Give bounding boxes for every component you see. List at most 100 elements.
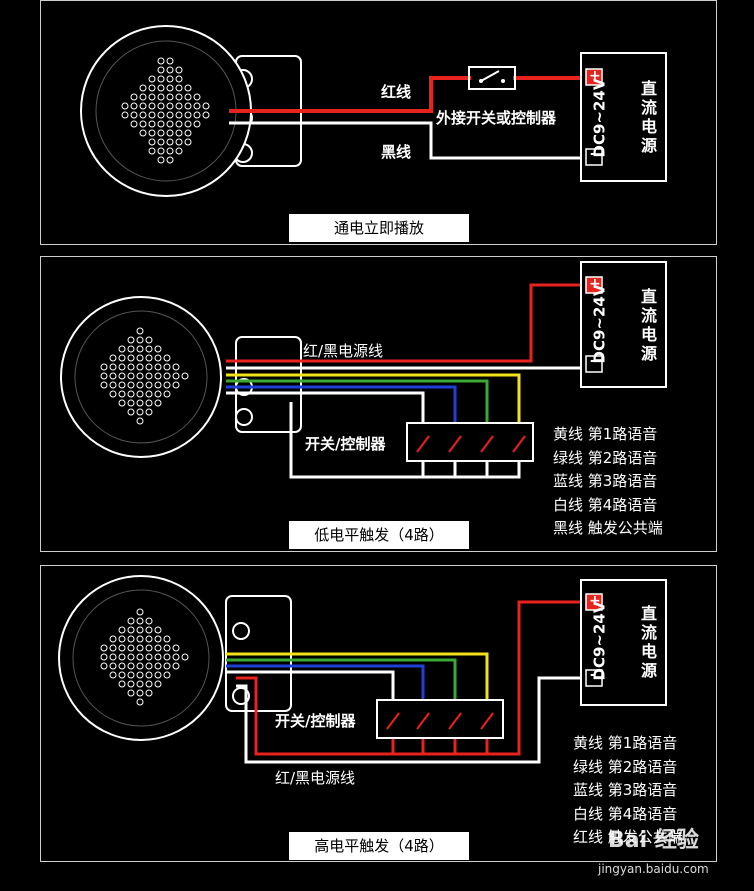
grill-hole [154,399,162,407]
grill-hole [136,644,144,652]
legend-item: 绿线 第2路语音 [573,757,678,776]
white-wire [226,670,395,706]
grill-hole [118,653,126,661]
plus-sign: + [589,276,601,292]
grill-hole [175,84,183,92]
grill-hole [175,129,183,137]
panel-low-level-trigger: 红/黑电源线 开关/控制器 + - DC9~24V 直流电源 黄线 第1路语音 … [40,256,717,552]
grill-hole [175,102,183,110]
grill-hole [193,93,201,101]
legend-item: 黄线 第1路语音 [553,425,658,443]
grill-hole [166,156,174,164]
grill-hole [136,698,144,706]
grill-hole [163,662,171,670]
grill-hole [157,75,165,83]
grill-hole [148,84,156,92]
grill-hole [157,57,165,65]
speaker-module [80,25,302,197]
grill-hole [145,363,153,371]
grill-hole [166,75,174,83]
grill-hole [145,626,153,634]
grill-hole [166,57,174,65]
external-switch [468,66,516,90]
grill-hole [109,635,117,643]
grill-hole [184,84,192,92]
supply-type-label: 直流电源 [641,287,658,363]
grill-hole [136,354,144,362]
power-wire-label: 红/黑电源线 [303,342,384,360]
grill-hole [118,680,126,688]
legend-item: 黑线 触发公共端 [553,519,663,537]
grill-hole [136,671,144,679]
grill-hole [127,354,135,362]
grill-hole [157,156,165,164]
voltage-label: DC9~24V [590,78,609,158]
grill-hole [130,93,138,101]
panel3-diagram [58,575,667,764]
grill-hole [118,644,126,652]
grill-hole [163,381,171,389]
red-common-wire [236,600,589,756]
switch-controller-box [406,422,534,462]
grill-hole [145,381,153,389]
switch-contact [480,435,494,453]
grill-hole [136,381,144,389]
grill-hole [184,120,192,128]
grill-hole [163,653,171,661]
speaker-grill [100,327,189,425]
grill-hole [127,399,135,407]
grill-hole [154,363,162,371]
grill-hole [139,129,147,137]
switch-contact [386,712,400,730]
grill-hole [145,372,153,380]
grill-hole [202,111,210,119]
switch-contact [512,435,526,453]
grill-hole [175,147,183,155]
grill-hole [127,363,135,371]
grill-hole [145,671,153,679]
grill-hole [118,363,126,371]
grill-hole [145,399,153,407]
grill-hole [157,66,165,74]
grill-hole [136,327,144,335]
legend-item: 白线 第4路语音 [553,495,658,514]
grill-hole [139,93,147,101]
grill-hole [136,680,144,688]
grill-hole [166,93,174,101]
grill-hole [118,345,126,353]
grill-hole [127,617,135,625]
minus-sign: - [590,353,596,369]
white-wire [226,391,425,427]
red-wire [229,76,471,113]
grill-hole [163,671,171,679]
grill-hole [127,689,135,697]
grill-hole [163,354,171,362]
grill-hole [136,336,144,344]
grill-hole [172,381,180,389]
grill-hole [127,381,135,389]
grill-hole [154,626,162,634]
grill-hole [109,662,117,670]
voltage-label: DC9~24V [590,601,609,681]
grill-hole [127,408,135,416]
grill-hole [145,354,153,362]
grill-hole [145,390,153,398]
grill-hole [154,381,162,389]
minus-sign: - [590,146,596,162]
red-wire-label: 红线 [381,83,412,101]
grill-hole [148,102,156,110]
power-wire-label: 红/黑电源线 [275,769,356,787]
grill-hole [127,680,135,688]
grill-hole [100,662,108,670]
caption-panel2: 低电平触发（4路） [289,521,469,549]
legend-item: 黄线 第1路语音 [573,734,678,752]
legend-item: 蓝线 第3路语音 [553,472,658,490]
grill-hole [136,689,144,697]
switch-contact [448,712,462,730]
minus-terminal [585,148,603,166]
grill-hole [184,138,192,146]
grill-hole [118,399,126,407]
grill-hole [130,111,138,119]
grill-hole [136,399,144,407]
minus-terminal [585,355,603,373]
